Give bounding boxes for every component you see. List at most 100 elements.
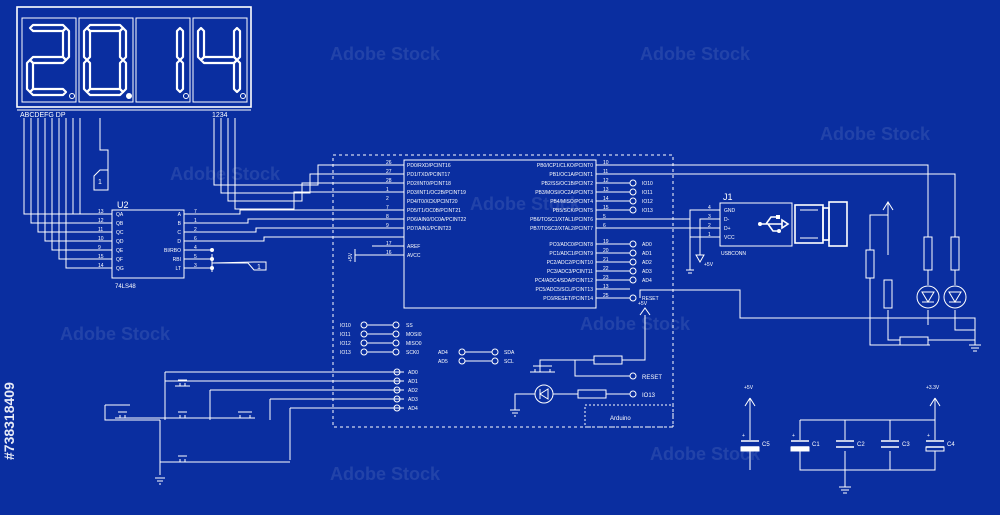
net-terminal (629, 249, 637, 257)
pin-number: 4 (708, 205, 711, 211)
arduino-board-outline (332, 154, 674, 428)
ground-symbol (510, 409, 520, 417)
pin-number: 14 (603, 196, 609, 202)
capacitor-label: C2 (857, 442, 865, 448)
pin-number: 12 (98, 218, 104, 224)
pin-number: 2 (386, 196, 389, 202)
pin-name: B (178, 221, 182, 227)
pin-name: PC5/ADC5/SCL/PCINT13 (535, 287, 593, 293)
segment (61, 26, 71, 62)
segment (82, 26, 92, 62)
pin-name: RBI (173, 257, 181, 263)
usb-body (719, 202, 793, 247)
pin-number: 1 (386, 187, 389, 193)
segment (28, 23, 68, 33)
net-label: SDA (504, 350, 515, 356)
flag-label: 1 (98, 179, 102, 186)
pin-number: 13 (603, 284, 609, 290)
led-wires (630, 164, 956, 237)
pin-name: PB2/SS/OC1B/PCINT2 (541, 181, 593, 187)
supply-arrow (639, 307, 651, 316)
capacitor: C3 (881, 440, 910, 455)
u2-part: 74LS48 (115, 284, 136, 290)
digit: 2 (21, 17, 77, 103)
pin-name: QC (116, 230, 124, 236)
pin-number: 13 (603, 187, 609, 193)
pin-number: 7 (386, 205, 389, 211)
net-label: AD4 (408, 406, 418, 412)
pin-name: PD4/T0/XCK/PCINT20 (407, 199, 458, 205)
pin-number: 10 (603, 160, 609, 166)
pin-name: PC0/ADC0/PCINT8 (549, 242, 593, 248)
display-wires: 1 (23, 118, 404, 269)
arduino-label: Arduino (610, 416, 631, 422)
watermark-text: Adobe Stock (580, 314, 691, 334)
resistor (593, 355, 623, 365)
watermark-text: Adobe Stock (820, 124, 931, 144)
u2-body (111, 209, 185, 279)
pin-number: 3 (194, 263, 197, 269)
segment (175, 58, 185, 94)
net-terminal (629, 258, 637, 266)
pin-number: 7 (194, 209, 197, 215)
pin-number: 1 (708, 232, 711, 238)
net-label: AD5 (438, 359, 448, 365)
pin-number: 17 (386, 241, 392, 247)
pin-name: PD6/AIN0/OC0A/PCINT22 (407, 217, 466, 223)
net-terminal (629, 276, 637, 284)
reset-right-wire (639, 289, 976, 345)
pin-name: PD3/INT1/OC2B/PCINT19 (407, 190, 466, 196)
pin-number: 6 (194, 236, 197, 242)
net-label: AD1 (642, 251, 652, 257)
net-terminal (629, 206, 637, 214)
pin-name: QF (116, 257, 123, 263)
cap-left-supply: +5V (744, 385, 754, 391)
net-label: IO12 (642, 199, 653, 205)
segment (82, 58, 92, 94)
pin-number: 22 (603, 266, 609, 272)
capacitor-label: C4 (947, 442, 955, 448)
watermark-text: Adobe Stock (470, 194, 581, 214)
pin-name: BI/RBO (164, 248, 181, 254)
net-label: RESET (642, 296, 659, 302)
pin-number: 16 (386, 250, 392, 256)
pin-name: PB7/TOSC2/XTAL2/PCINT7 (530, 226, 593, 232)
net-label: IO13 (642, 208, 653, 214)
net-label: IO10 (340, 323, 351, 329)
pin-name: PD1/TXD/PCINT17 (407, 172, 450, 178)
pin-number: 15 (603, 205, 609, 211)
pin-name: PC1/ADC1/PCINT9 (549, 251, 593, 257)
net-terminal (629, 390, 637, 398)
segment (85, 87, 125, 97)
pin-name: QD (116, 239, 124, 245)
pin-number: 27 (386, 169, 392, 175)
watermark-text: Adobe Stock (330, 464, 441, 484)
capacitor: +C5 (740, 433, 770, 455)
pin-name: D+ (724, 226, 731, 232)
led-symbol (539, 388, 549, 400)
pin-name: PC4/ADC4/SDA/PCINT12 (535, 278, 593, 284)
pin-name: PD5/T1/OC0B/PCINT21 (407, 208, 461, 214)
pin-name: PD2/INT0/PCINT18 (407, 181, 451, 187)
net-label: IO10 (642, 181, 653, 187)
pin-name: PC2/ADC2/PCINT10 (547, 260, 594, 266)
pin-name: LT (176, 266, 181, 272)
pin-number: 11 (98, 227, 103, 233)
pin-name: GND (724, 208, 736, 214)
watermark-text: Adobe Stock (640, 44, 751, 64)
segment (196, 26, 206, 62)
reset-circuit: +5V RESET IO13 (510, 301, 662, 417)
net-label: AD3 (408, 397, 418, 403)
pin-number: 1 (194, 218, 197, 224)
svg-text:+: + (927, 433, 930, 439)
led-circle (943, 285, 967, 309)
